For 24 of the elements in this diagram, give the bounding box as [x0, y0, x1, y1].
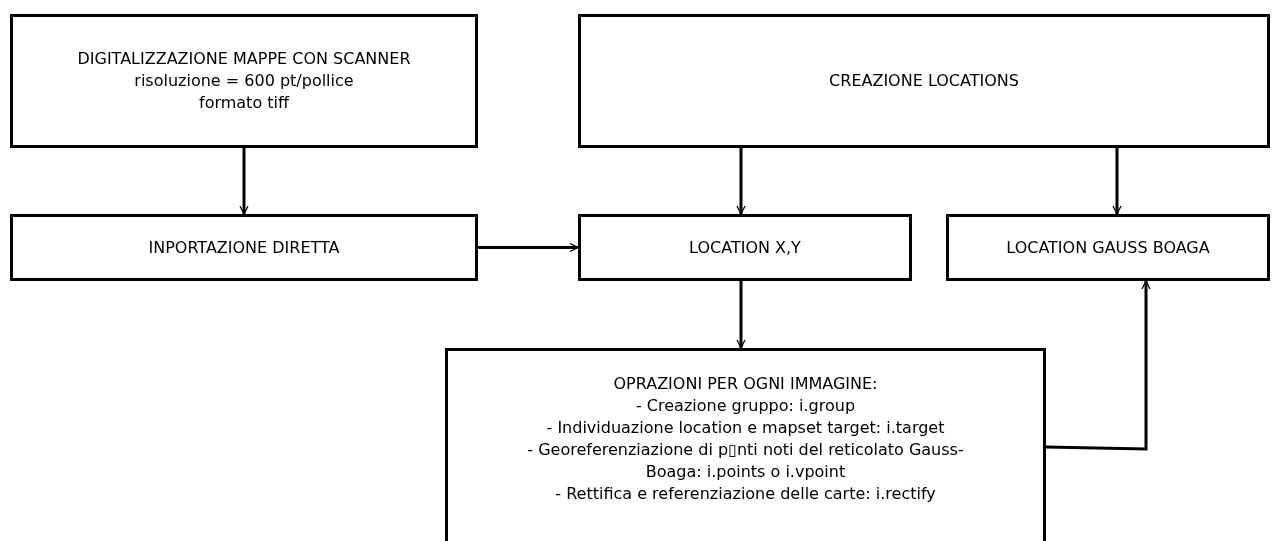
box-text: INPORTAZIONE DIRETTA [148, 236, 340, 259]
arrow [478, 242, 579, 253]
box-text: CREAZIONE LOCATIONS [829, 70, 1019, 92]
box-text: LOCATION GAUSS BOAGA [1006, 236, 1210, 259]
box-text: - Individuazione location e mapset target: i.target [546, 417, 945, 439]
box-text: - Creazione gruppo: i.group [635, 395, 856, 417]
arrow [736, 148, 746, 215]
process-box [946, 214, 1270, 281]
arrow [1112, 148, 1122, 215]
arrow [1045, 280, 1151, 451]
box-text: - Rettifica e referenziazione delle carte: i.rectify [555, 483, 936, 505]
box-text: formato tiff [199, 92, 289, 114]
box-heading: OPRAZIONI PER OGNI IMMAGINE: [613, 373, 878, 395]
process-box [578, 14, 1270, 148]
process-box [10, 214, 478, 281]
arrow [736, 281, 746, 349]
box-text: - Georeferenziazione di p▯nti noti del reticolato Gauss-Boaga: i.points o i.vpoint [526, 439, 965, 483]
box-text: risoluzione = 600 pt/pollice [134, 70, 354, 92]
process-box [578, 214, 912, 281]
process-box [445, 348, 1046, 541]
process-box [10, 14, 478, 148]
box-text: LOCATION X,Y [689, 236, 801, 259]
box-heading: DIGITALIZZAZIONE MAPPE CON SCANNER [77, 48, 411, 70]
arrow [239, 148, 249, 215]
